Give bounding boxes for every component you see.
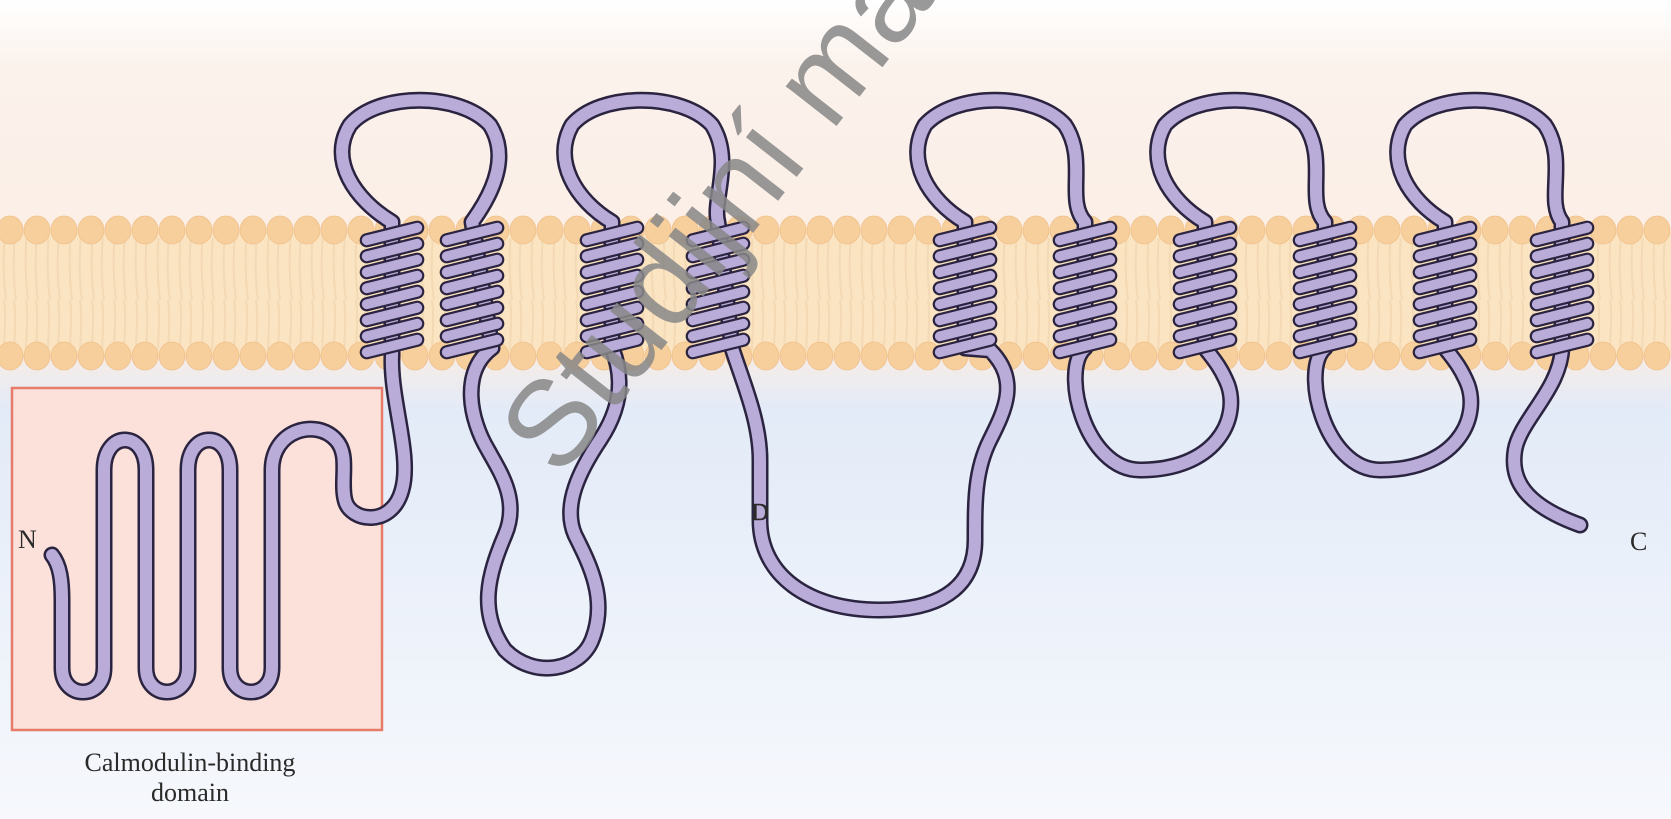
- lipid-head: [294, 216, 320, 244]
- lipid-head: [1266, 216, 1292, 244]
- lipid-head: [78, 342, 104, 370]
- lipid-head: [888, 216, 914, 244]
- lipid-head: [186, 216, 212, 244]
- lipid-head: [240, 216, 266, 244]
- lipid-head: [1023, 342, 1049, 370]
- lipid-head: [861, 216, 887, 244]
- lipid-head: [105, 342, 131, 370]
- lipid-head: [240, 342, 266, 370]
- lipid-head: [807, 342, 833, 370]
- lipid-head: [834, 216, 860, 244]
- lipid-head: [1644, 216, 1670, 244]
- lipid-head: [1131, 342, 1157, 370]
- lipid-head: [159, 342, 185, 370]
- c-terminus-label: C: [1630, 527, 1647, 556]
- lipid-head: [888, 342, 914, 370]
- lipid-head: [213, 216, 239, 244]
- lipid-head: [510, 216, 536, 244]
- lipid-head: [24, 342, 50, 370]
- lipid-head: [1374, 342, 1400, 370]
- lipid-head: [1482, 342, 1508, 370]
- lipid-head: [24, 216, 50, 244]
- lipid-head: [996, 216, 1022, 244]
- lipid-head: [1239, 216, 1265, 244]
- lipid-head: [1482, 216, 1508, 244]
- lipid-head: [51, 342, 77, 370]
- domain-caption-line1: Calmodulin-binding: [85, 748, 296, 777]
- lipid-head: [1617, 216, 1643, 244]
- lipid-head: [1590, 342, 1616, 370]
- lipid-head: [267, 216, 293, 244]
- lipid-head: [780, 342, 806, 370]
- lipid-head: [807, 216, 833, 244]
- lipid-head: [0, 342, 23, 370]
- lipid-head: [321, 342, 347, 370]
- lipid-head: [1131, 216, 1157, 244]
- lipid-head: [861, 342, 887, 370]
- lipid-head: [132, 342, 158, 370]
- lipid-head: [213, 342, 239, 370]
- lipid-head: [186, 342, 212, 370]
- lipid-head: [834, 342, 860, 370]
- lipid-head: [1023, 216, 1049, 244]
- lipid-head: [1374, 216, 1400, 244]
- aspartate-residue-label: D: [751, 500, 768, 526]
- lipid-head: [78, 216, 104, 244]
- lipid-head: [132, 216, 158, 244]
- lipid-head: [1239, 342, 1265, 370]
- lipid-head: [294, 342, 320, 370]
- lipid-head: [1266, 342, 1292, 370]
- lipid-head: [0, 216, 23, 244]
- lipid-head: [1644, 342, 1670, 370]
- lipid-head: [51, 216, 77, 244]
- lipid-head: [321, 216, 347, 244]
- lipid-head: [753, 342, 779, 370]
- n-terminus-label: N: [18, 525, 37, 554]
- lipid-head: [267, 342, 293, 370]
- domain-caption-line2: domain: [151, 778, 229, 807]
- lipid-head: [1617, 342, 1643, 370]
- lipid-head: [159, 216, 185, 244]
- lipid-head: [105, 216, 131, 244]
- lipid-head: [537, 216, 563, 244]
